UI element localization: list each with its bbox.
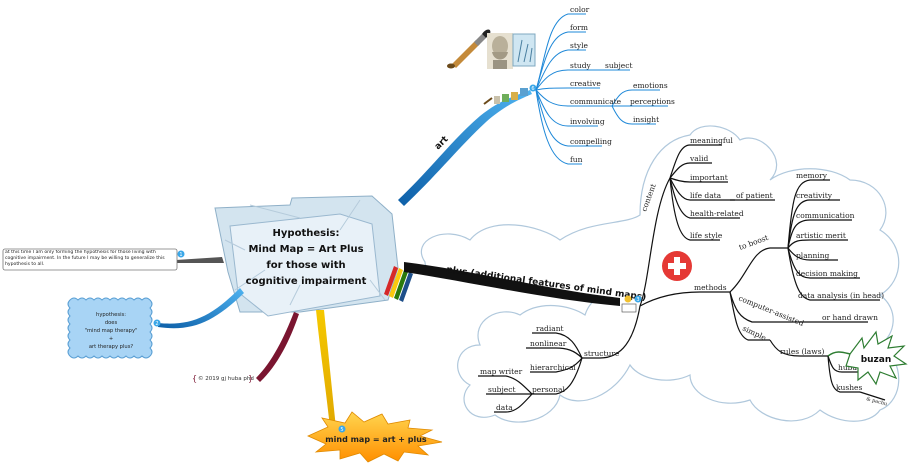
boost-artistic-merit: artistic merit — [796, 231, 846, 240]
boost-planning: planning — [796, 251, 830, 260]
starburst-text: mind map = art + plus — [325, 435, 427, 444]
rules-label: rules (laws) — [780, 347, 825, 356]
content-life-data: life data — [690, 191, 722, 200]
art-subbranch-labels: color form style study creative communic… — [570, 5, 675, 164]
rules-kushes: kushes — [836, 383, 862, 392]
content-life-style: life style — [690, 231, 723, 240]
note-text: at this time I am only forming the hypot… — [5, 250, 165, 267]
note-branch-line — [176, 257, 224, 263]
paintbrush-icon — [447, 29, 491, 69]
bubble-line-5: art therapy plus? — [89, 344, 134, 350]
art-subbranch-lines — [535, 13, 668, 165]
central-line-3: for those with — [266, 260, 345, 271]
content-health-related: health-related — [690, 209, 744, 218]
art-communicate-insight: insight — [633, 115, 659, 124]
art-study-subject: subject — [605, 61, 632, 70]
structure-personal: personal — [532, 385, 565, 394]
starburst-branch-line — [316, 310, 336, 428]
buzan-starburst[interactable]: buzan — [845, 330, 908, 386]
personal-map-writer: map writer — [480, 367, 523, 376]
plus-subbranch-lines — [478, 144, 886, 413]
art-child-compelling: compelling — [570, 137, 612, 146]
art-child-involving: involving — [570, 117, 605, 126]
content-valid: valid — [689, 154, 709, 163]
kushes-pachu: & pachu — [865, 396, 888, 408]
boost-decision-making: decision making — [796, 269, 858, 278]
starburst-badge — [338, 425, 346, 433]
content-important: important — [690, 173, 728, 182]
structure-label: structure — [584, 349, 620, 358]
art-communicate-perceptions: perceptions — [630, 97, 675, 106]
rules-huba: huba — [838, 363, 857, 372]
plus-branch-line — [404, 262, 620, 306]
bubble-line-4: + — [109, 336, 113, 342]
structure-radiant: radiant — [536, 324, 564, 333]
bubble-line-3: "mind map therapy" — [85, 328, 138, 334]
bubble-badge-number: 2 — [155, 321, 158, 327]
central-line-4: cognitive impairment — [246, 276, 367, 287]
art-child-color: color — [570, 5, 590, 14]
art-badge-number: 6 — [531, 86, 534, 92]
buzan-link-line — [827, 351, 851, 357]
hypothesis-bubble[interactable]: hypothesis: does "mind map therapy" + ar… — [67, 297, 161, 359]
methods-label: methods — [694, 283, 727, 292]
plus-badge-number: 3 — [636, 297, 639, 303]
hand-drawn-label: or hand drawn — [822, 313, 878, 322]
svg-text:}: } — [248, 374, 253, 383]
central-line-1: Hypothesis: — [273, 228, 340, 239]
art-child-style: style — [570, 41, 588, 50]
formula-starburst[interactable]: mind map = art + plus 5 — [307, 411, 443, 463]
copyright-branch-line — [256, 312, 299, 382]
boost-memory: memory — [796, 171, 828, 180]
bubble-line-2: does — [105, 320, 118, 326]
bubble-badge — [153, 319, 161, 327]
personal-data: data — [496, 403, 513, 412]
svg-text:{: { — [192, 374, 197, 383]
pencils-icon — [384, 266, 413, 302]
art-child-creative: creative — [570, 79, 601, 88]
art-communicate-emotions: emotions — [633, 81, 668, 90]
starburst-badge-number: 5 — [340, 427, 343, 433]
note-badge — [177, 250, 185, 258]
structure-nonlinear: nonlinear — [530, 339, 567, 348]
art-child-study: study — [570, 61, 591, 70]
life-data-of-patient: of patient — [736, 191, 773, 200]
plus-circle-icon — [662, 251, 692, 281]
boost-data-analysis: data analysis (in head) — [798, 291, 884, 300]
art-branch-line — [398, 90, 532, 206]
central-topic-node[interactable]: Hypothesis: Mind Map = Art Plus for thos… — [214, 195, 399, 317]
bubble-branch-line — [158, 288, 244, 329]
art-child-fun: fun — [570, 155, 583, 164]
central-line-2: Mind Map = Art Plus — [248, 244, 363, 255]
aristotle-bust-icon — [487, 33, 513, 69]
buzan-label: buzan — [861, 355, 892, 365]
boost-creativity: creativity — [796, 191, 833, 200]
plus-branch-icons: 3 — [621, 295, 642, 313]
personal-subject: subject — [488, 385, 515, 394]
art-child-communicate: communicate — [570, 97, 622, 106]
bubble-line-1: hypothesis: — [96, 312, 126, 318]
note-badge-number: 1 — [179, 252, 182, 258]
art-mini-icons: 6 — [483, 84, 537, 105]
note-box[interactable]: at this time I am only forming the hypot… — [2, 248, 185, 271]
copyright-text: © 2019 gj huba phd — [198, 375, 254, 382]
copyright-label: { © 2019 gj huba phd } — [192, 374, 254, 383]
art-child-form: form — [570, 23, 588, 32]
content-meaningful: meaningful — [690, 136, 733, 145]
boost-communication: communication — [796, 211, 855, 220]
structure-hierarchical: hierarchical — [530, 363, 576, 372]
painting-icon — [512, 33, 536, 67]
